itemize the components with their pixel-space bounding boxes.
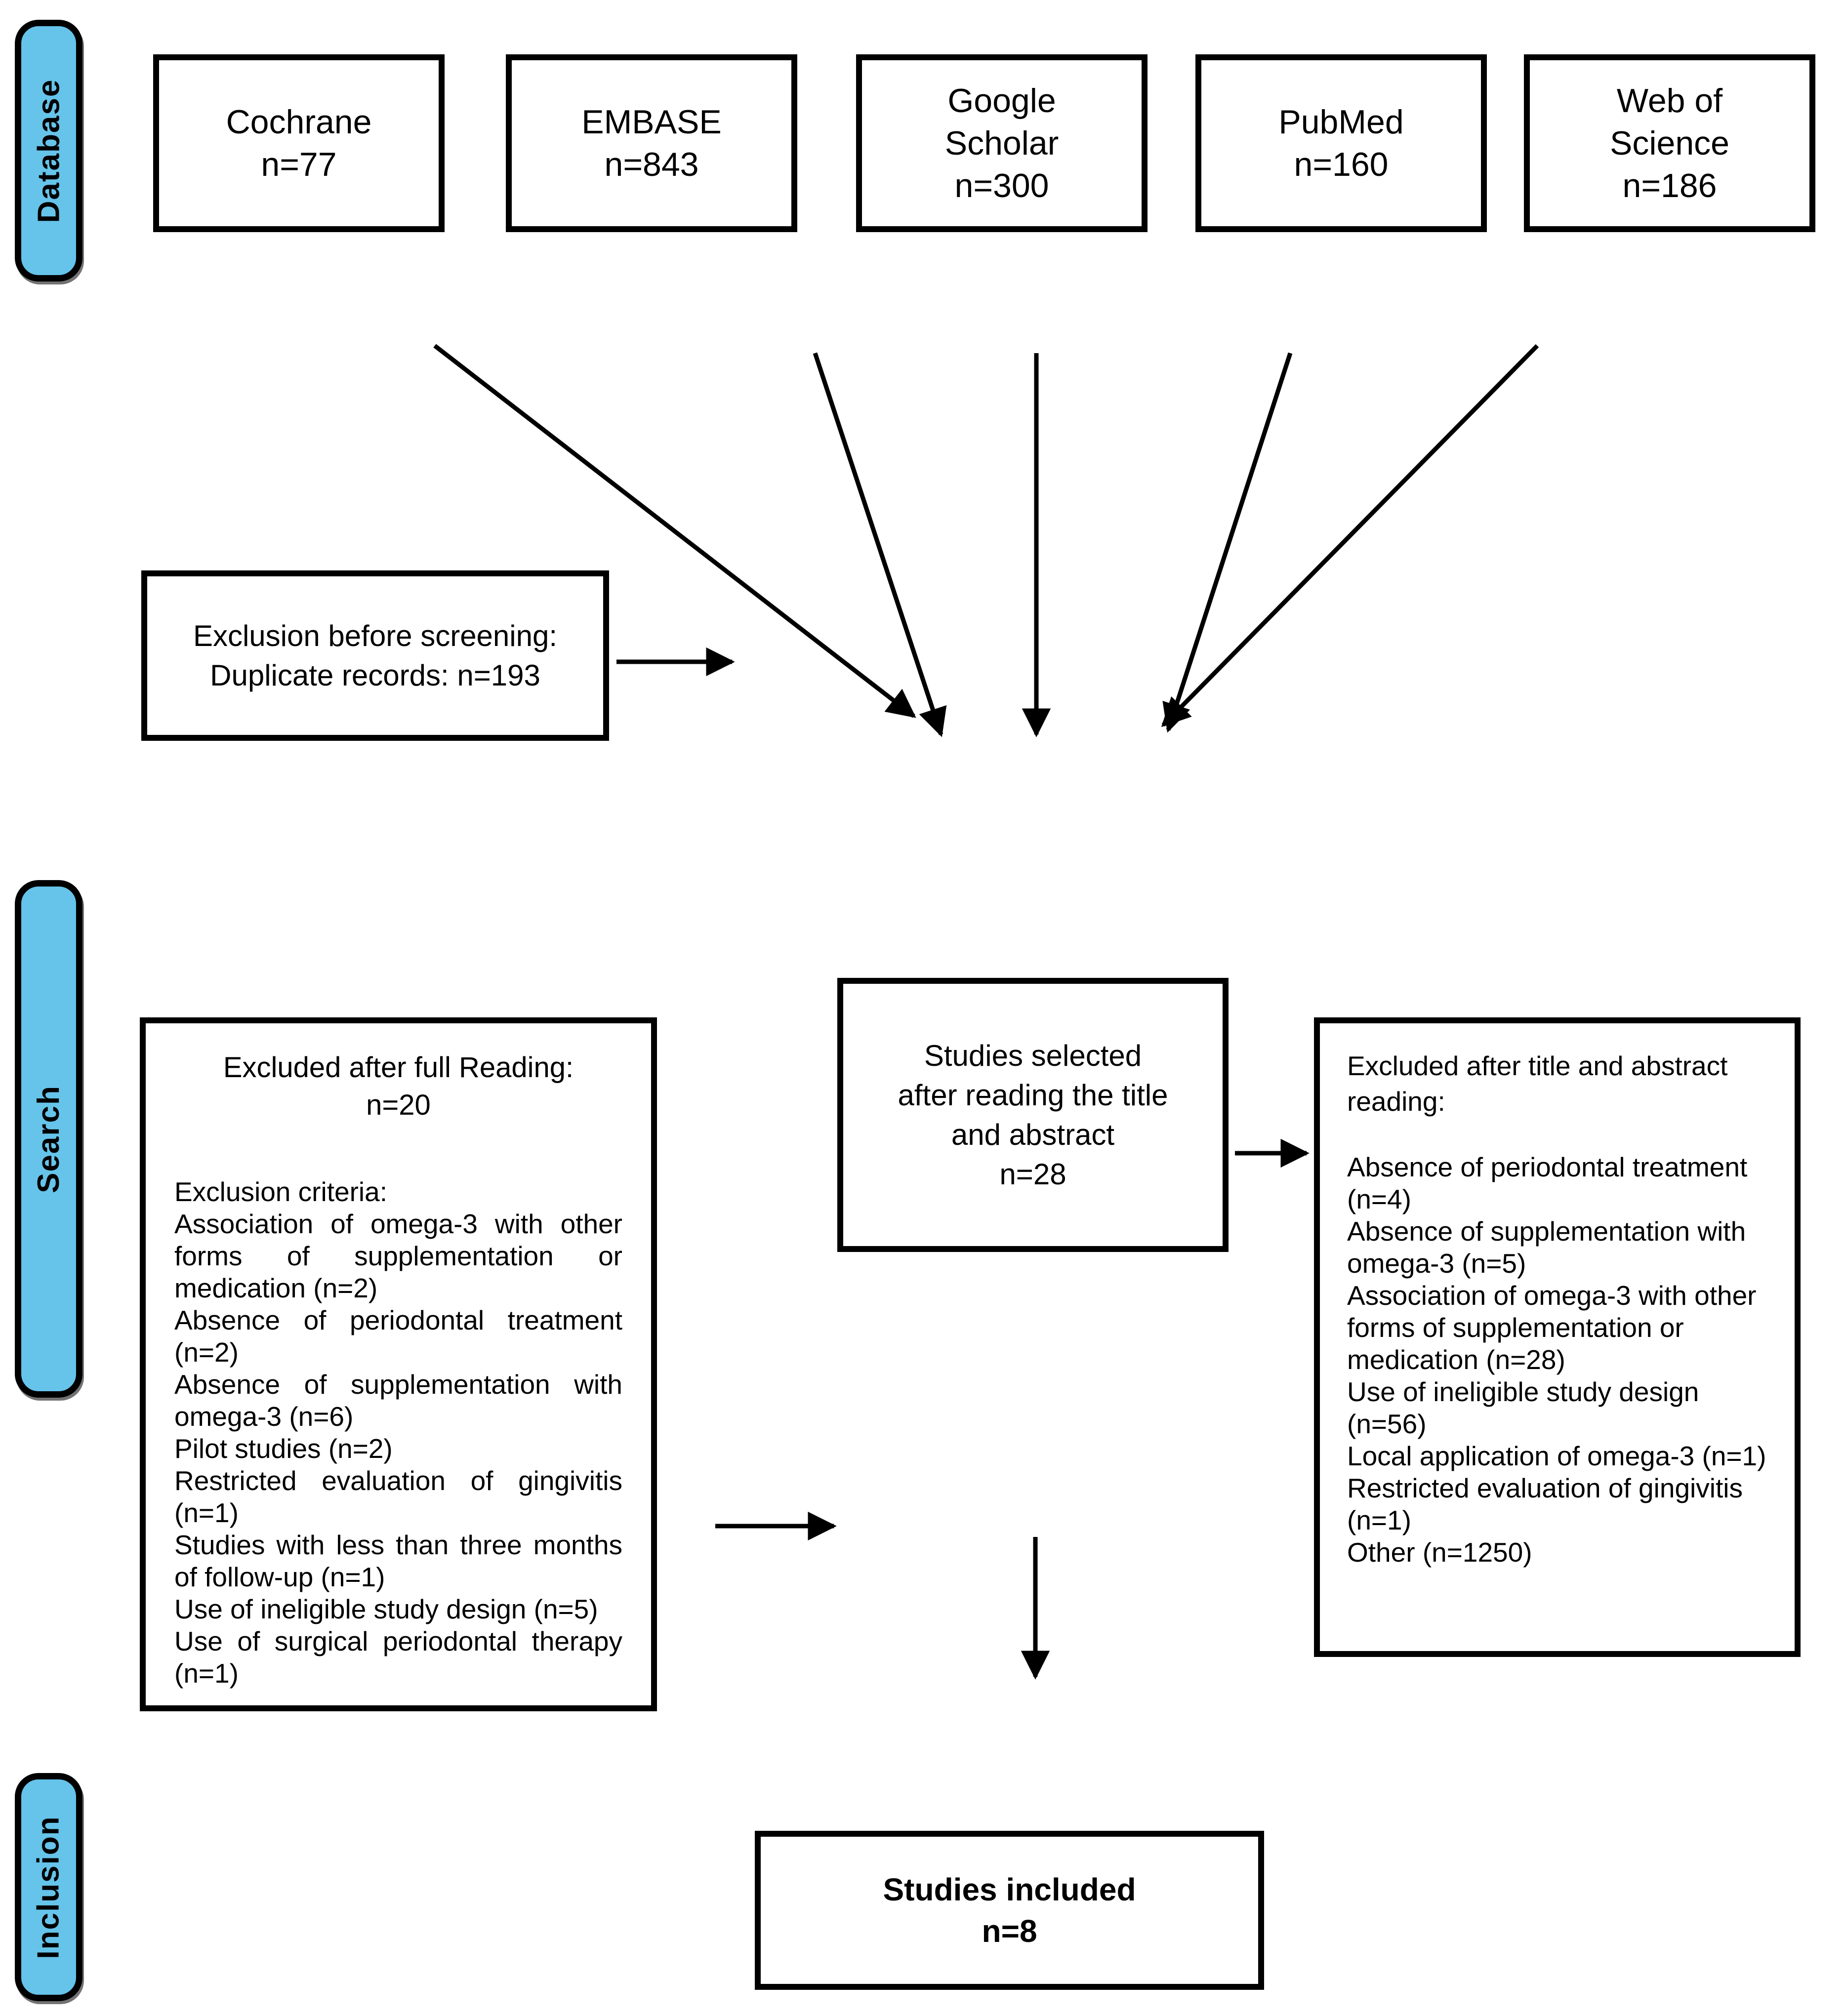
- database-box-embase: EMBASE n=843: [506, 54, 797, 232]
- database-box-cochrane-name: Cochrane: [226, 103, 372, 141]
- database-box-web-of-science-count: n=186: [1622, 167, 1717, 204]
- excluded-title-abstract-item: Local application of omega-3 (n=1): [1347, 1441, 1766, 1471]
- excluded-after-full-reading-box: Excluded after full Reading: n=20 Exclus…: [140, 1017, 657, 1711]
- database-box-web-of-science-name-line1: Web of: [1616, 82, 1723, 120]
- spacer: [174, 1124, 622, 1176]
- studies-selected-line1: Studies selected: [924, 1039, 1142, 1072]
- database-box-cochrane-count: n=77: [261, 146, 337, 183]
- studies-selected-line2: after reading the title: [898, 1078, 1168, 1112]
- phase-label-database-text: Database: [32, 79, 66, 223]
- excluded-full-reading-count: n=20: [366, 1089, 431, 1121]
- arrow-pubmed-to-pool: [1162, 352, 1293, 733]
- database-box-google-scholar: Google Scholar n=300: [856, 54, 1148, 232]
- phase-label-inclusion-text: Inclusion: [32, 1815, 66, 1959]
- excluded-title-abstract-item: Other (n=1250): [1347, 1537, 1532, 1568]
- exclusion-before-screening-line2: Duplicate records: n=193: [210, 658, 540, 692]
- studies-selected-box: Studies selected after reading the title…: [837, 978, 1229, 1252]
- exclusion-criteria-item: Association of omega-3 with other forms …: [174, 1209, 622, 1303]
- studies-included-line1: Studies included: [883, 1872, 1136, 1907]
- phase-label-database: Database: [15, 20, 82, 282]
- exclusion-criteria-item: Pilot studies (n=2): [174, 1433, 393, 1464]
- spacer: [1347, 1119, 1767, 1151]
- phase-label-search-text: Search: [32, 1085, 66, 1193]
- studies-included-count: n=8: [982, 1913, 1037, 1949]
- exclusion-criteria-item: Use of surgical periodontal therapy (n=1…: [174, 1626, 622, 1689]
- excluded-title-abstract-title: Excluded after title and abstract readin…: [1347, 1050, 1728, 1117]
- database-box-web-of-science-name-line2: Science: [1610, 124, 1729, 162]
- excluded-title-abstract-item: Restricted evaluation of gingivitis (n=1…: [1347, 1473, 1743, 1535]
- arrow-web-of-science-to-pool: [1161, 344, 1539, 727]
- database-box-embase-name: EMBASE: [581, 103, 722, 141]
- arrow-embase-to-pool: [813, 352, 947, 737]
- excluded-title-abstract-item: Absence of periodontal treatment (n=4): [1347, 1152, 1748, 1214]
- excluded-title-abstract-item: Use of ineligible study design (n=56): [1347, 1376, 1699, 1439]
- database-box-web-of-science: Web of Science n=186: [1524, 54, 1815, 232]
- excluded-full-reading-title: Excluded after full Reading:: [223, 1051, 574, 1084]
- phase-label-search: Search: [15, 880, 82, 1398]
- exclusion-criteria-item: Absence of supplementation with omega-3 …: [174, 1369, 622, 1432]
- studies-selected-count: n=28: [999, 1157, 1066, 1191]
- phase-label-inclusion: Inclusion: [15, 1773, 82, 2001]
- database-box-google-scholar-name-line2: Scholar: [944, 124, 1059, 162]
- exclusion-before-screening-line1: Exclusion before screening:: [193, 619, 558, 652]
- database-box-google-scholar-count: n=300: [954, 167, 1049, 204]
- excluded-title-abstract-item: Association of omega-3 with other forms …: [1347, 1280, 1757, 1375]
- excluded-title-abstract-item: Absence of supplementation with omega-3 …: [1347, 1216, 1746, 1279]
- database-box-pubmed-name: PubMed: [1278, 103, 1404, 141]
- database-box-pubmed: PubMed n=160: [1195, 54, 1487, 232]
- studies-selected-line3: and abstract: [951, 1118, 1115, 1151]
- database-box-pubmed-count: n=160: [1294, 146, 1389, 183]
- studies-included-box: Studies included n=8: [755, 1831, 1264, 1990]
- exclusion-criteria-item: Restricted evaluation of gingivitis (n=1…: [174, 1465, 622, 1528]
- exclusion-criteria-heading: Exclusion criteria:: [174, 1176, 387, 1207]
- database-box-cochrane: Cochrane n=77: [153, 54, 445, 232]
- database-box-google-scholar-name-line1: Google: [947, 82, 1056, 120]
- exclusion-criteria-item: Use of ineligible study design (n=5): [174, 1594, 598, 1624]
- exclusion-before-screening-box: Exclusion before screening: Duplicate re…: [141, 570, 609, 741]
- exclusion-criteria-item: Absence of periodontal treatment (n=2): [174, 1305, 622, 1368]
- exclusion-criteria-item: Studies with less than three months of f…: [174, 1530, 622, 1592]
- database-box-embase-count: n=843: [604, 146, 699, 183]
- excluded-title-abstract-box: Excluded after title and abstract readin…: [1314, 1017, 1801, 1657]
